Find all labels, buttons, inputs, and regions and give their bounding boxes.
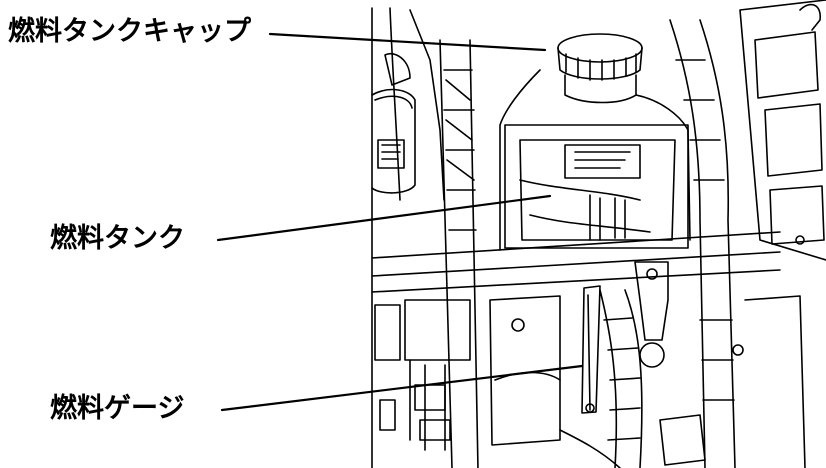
mounting-bracket bbox=[634, 261, 669, 368]
fuel-tank bbox=[499, 69, 691, 251]
fuel-tank-cap-label: 燃料タンクキャップ bbox=[8, 16, 251, 47]
fuel-gauge bbox=[581, 285, 601, 414]
right-panel bbox=[739, 0, 826, 261]
lower-right-parts bbox=[559, 295, 806, 468]
leader-line-gauge bbox=[220, 364, 584, 412]
leader-line-cap bbox=[268, 32, 547, 52]
fuel-tank-label: 燃料タンク bbox=[50, 223, 185, 254]
cross-beam bbox=[371, 231, 781, 293]
fuel-tank-cap bbox=[557, 33, 643, 104]
leader-line-tank bbox=[216, 194, 552, 242]
central-hose bbox=[439, 39, 479, 468]
fuel-gauge-label: 燃料ゲージ bbox=[50, 393, 185, 424]
left-filter bbox=[371, 53, 416, 194]
lower-left-parts bbox=[374, 299, 471, 451]
frame-left bbox=[371, 7, 445, 468]
lower-hose bbox=[599, 289, 643, 468]
right-hose bbox=[669, 19, 736, 468]
